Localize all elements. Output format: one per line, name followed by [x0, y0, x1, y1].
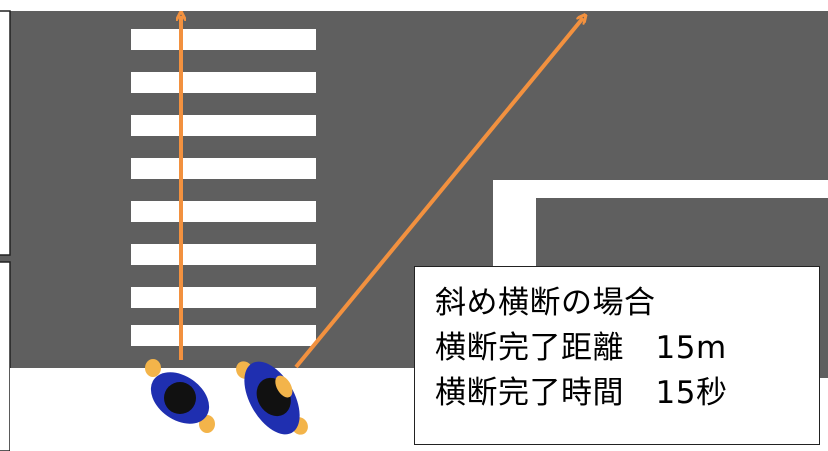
crosswalk-stripe [131, 287, 316, 308]
crosswalk-stripe [131, 115, 316, 136]
crosswalk-stripe [131, 325, 316, 346]
crosswalk-stripe [131, 201, 316, 222]
crosswalk-stripe [131, 29, 316, 50]
crosswalk [131, 29, 316, 346]
sidewalk [10, 368, 414, 451]
left-box-lower [0, 261, 11, 451]
info-box: 斜め横断の場合 横断完了距離 15m 横断完了時間 15秒 [414, 266, 820, 445]
diagonal-crossing-arrow [294, 18, 583, 369]
crosswalk-stripe [131, 158, 316, 179]
pedestrian-straight-icon [145, 359, 215, 433]
crosswalk-stripe [131, 72, 316, 93]
info-time: 横断完了時間 15秒 [435, 375, 728, 411]
pedestrian-diagonal-icon [236, 361, 308, 435]
info-title: 斜め横断の場合 [435, 285, 656, 321]
crosswalk-stripe [131, 244, 316, 265]
info-distance: 横断完了距離 15m [435, 330, 727, 366]
left-box-upper [0, 10, 11, 256]
